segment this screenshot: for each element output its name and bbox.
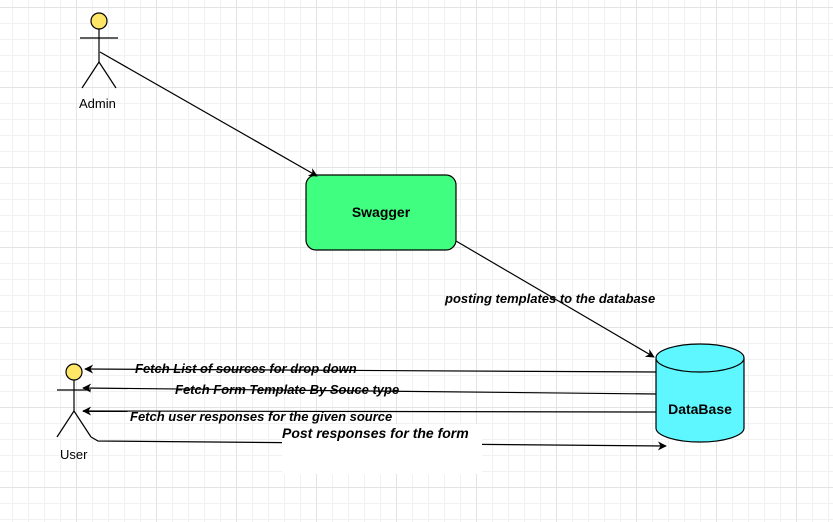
edge-fetch-sources[interactable] <box>84 364 657 374</box>
admin-actor-icon[interactable] <box>80 12 118 89</box>
edge-fetch-responses[interactable] <box>82 406 657 416</box>
user-label: User <box>60 447 88 462</box>
edge-label-fetch-template: Fetch Form Template By Souce type <box>175 382 400 397</box>
edge-label-posting: posting templates to the database <box>445 291 656 306</box>
database-node[interactable] <box>655 343 745 443</box>
edge-admin-to-swagger[interactable] <box>99 51 318 177</box>
edge-label-post-responses: Post responses for the form <box>282 425 469 441</box>
post-label-background <box>282 424 482 474</box>
edge-label-fetch-sources: Fetch List of sources for drop down <box>135 361 357 376</box>
edge-label-fetch-responses: Fetch user responses for the given sourc… <box>130 409 393 424</box>
swagger-label: Swagger <box>351 204 411 220</box>
swagger-node[interactable] <box>305 174 457 251</box>
user-actor-icon[interactable] <box>56 363 92 438</box>
edge-fetch-template[interactable] <box>82 383 657 395</box>
admin-label: Admin <box>79 96 116 111</box>
database-label: DataBase <box>668 401 732 417</box>
edge-swagger-to-database[interactable] <box>455 240 655 358</box>
